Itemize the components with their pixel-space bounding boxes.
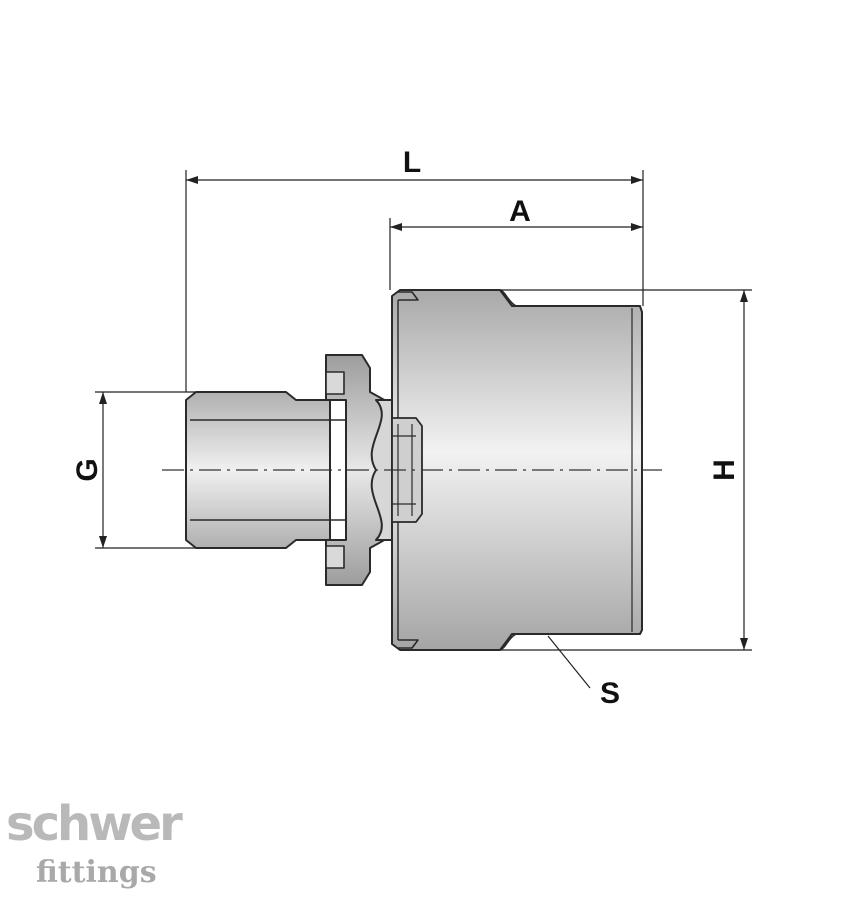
dim-h-arrow-bottom	[740, 638, 748, 650]
dim-h-arrow-top	[740, 290, 748, 302]
dim-a-arrow-right	[631, 223, 643, 231]
dim-l-arrow-left	[186, 176, 198, 184]
logo-schwer: schwer	[6, 796, 183, 852]
body-lip-top	[398, 291, 419, 301]
dim-g-arrow-top	[99, 392, 107, 404]
label-l: L	[403, 146, 421, 179]
label-h: H	[708, 459, 741, 481]
flange-notch-top	[325, 371, 345, 395]
transition-curve	[370, 399, 393, 541]
dimensions	[95, 170, 752, 689]
logo-fittings: fittings	[36, 855, 157, 890]
body-lip-bottom	[398, 639, 419, 649]
wrench-step-top	[499, 289, 517, 307]
dim-s-leader	[547, 635, 591, 689]
dim-a-arrow-left	[390, 223, 402, 231]
label-a: A	[509, 195, 531, 228]
inner-socket	[391, 417, 423, 523]
dim-g-arrow-bottom	[99, 536, 107, 548]
label-g: G	[71, 458, 104, 481]
label-s: S	[600, 677, 620, 710]
wrench-step-bottom	[499, 633, 517, 651]
flange-notch-bottom	[325, 545, 345, 569]
dim-l-arrow-right	[631, 176, 643, 184]
